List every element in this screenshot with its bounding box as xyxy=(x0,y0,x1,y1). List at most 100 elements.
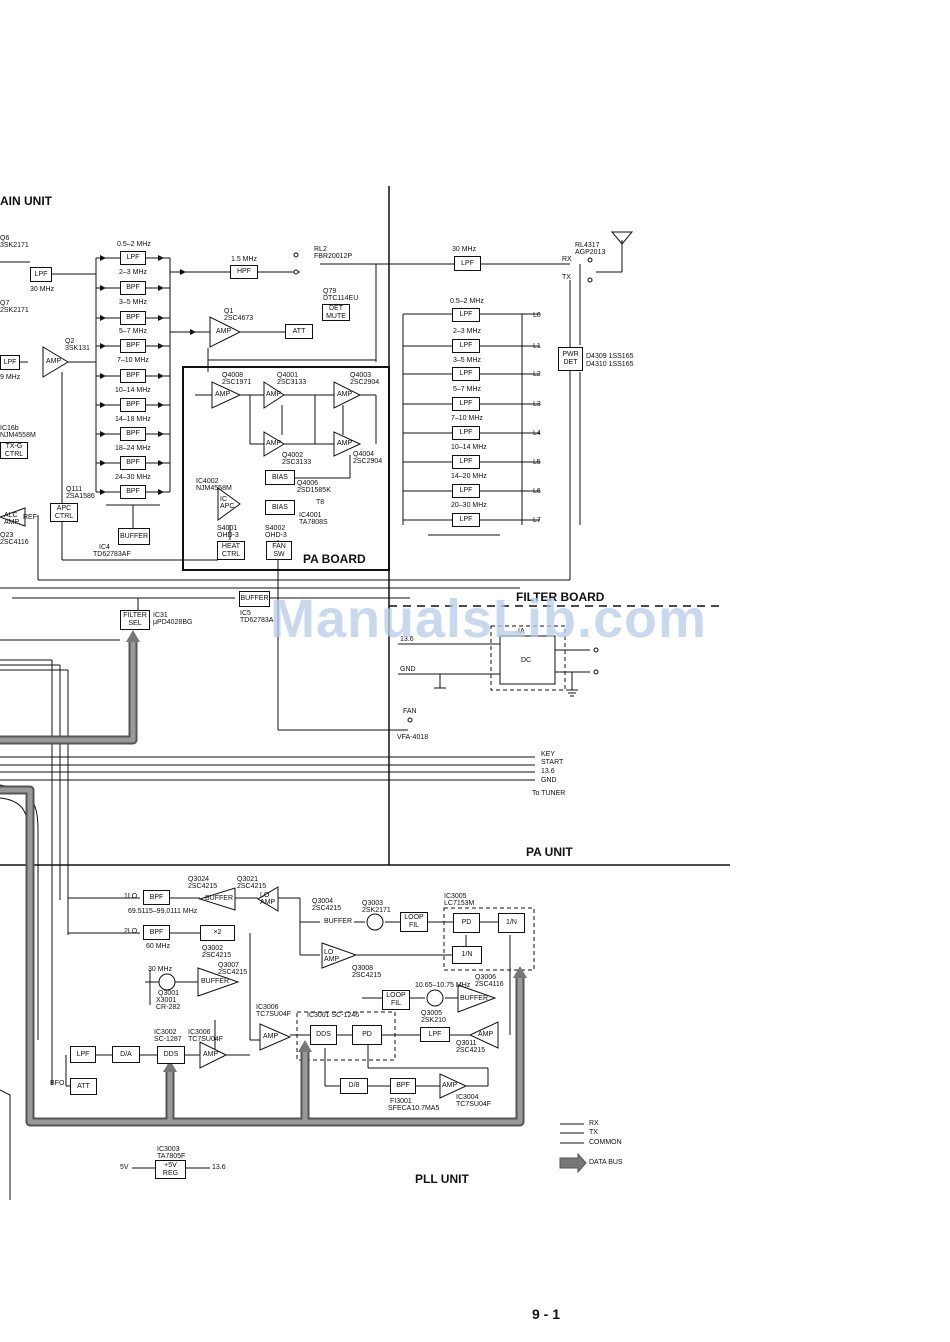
dds-box: DDS xyxy=(310,1025,337,1045)
to-tuner-label: To TUNER xyxy=(532,790,566,797)
lo1-label: 1LO xyxy=(124,893,138,900)
ic3006a-type: TC7SU04F xyxy=(256,1011,292,1018)
fi3001-type: SFECA10.7MA5 xyxy=(388,1105,440,1112)
filter-label: FILTER xyxy=(123,612,147,619)
q3004-label: Q3004 xyxy=(312,898,334,905)
ic4-type: TD62783AF xyxy=(93,551,131,558)
q7-label: Q7 xyxy=(0,300,10,307)
out-range6: 14–20 MHz xyxy=(451,473,487,480)
lo2b-label: LO xyxy=(324,949,334,956)
q4002-amp: AMP xyxy=(266,440,282,447)
pd-box: PD xyxy=(453,913,480,933)
main-unit-title: AIN UNIT xyxy=(0,194,52,208)
q111-type: 2SA1586 xyxy=(66,493,95,500)
band-l5: L5 xyxy=(533,459,541,466)
bias-box-2: BIAS xyxy=(265,500,295,515)
d4310-label: D4310 1SS165 xyxy=(586,361,634,368)
x3001-label: X3001 xyxy=(156,997,177,1004)
filter-board-title: FILTER BOARD xyxy=(516,590,605,604)
q4003-label: Q4003 xyxy=(350,372,372,379)
q6-type: 3SK2171 xyxy=(0,242,29,249)
apc-label: APC xyxy=(56,504,72,512)
q3002-label: Q3002 xyxy=(202,945,224,952)
osc-freq: 30 MHz xyxy=(148,966,173,973)
txg-ctrl-label: CTRL xyxy=(4,450,24,458)
reg5-label: +5V xyxy=(164,1161,177,1169)
ic3003-type: TA7805F xyxy=(157,1153,186,1160)
range8-label: 24–30 MHz xyxy=(115,474,151,481)
ia-label: IA xyxy=(518,628,525,635)
out-lpf2: LPF xyxy=(452,367,480,381)
band-l6: L6 xyxy=(533,488,541,495)
freq-1065-label: 10.65–10.75 MHz xyxy=(415,982,471,989)
bpf1-freq: 69.5115–99.0111 MHz xyxy=(128,908,198,915)
bfo-label: BFO xyxy=(50,1080,65,1087)
q3001-label: Q3001 xyxy=(158,990,180,997)
range1-label: 2–3 MHz xyxy=(119,269,148,276)
det-label: DET xyxy=(329,304,343,312)
txg-ctrl-box: TX-G CTRL xyxy=(0,442,28,459)
ic31-type: μPD4028BG xyxy=(153,619,193,626)
dds2-box: DDS xyxy=(157,1046,185,1064)
range0-label: 0.5–2 MHz xyxy=(117,241,151,248)
out-lpf3: LPF xyxy=(452,397,480,411)
s4001-label: S4001 xyxy=(217,525,238,532)
q4008-label: Q4008 xyxy=(222,372,244,379)
q3002-type: 2SC4215 xyxy=(202,952,232,959)
q3003-type: 2SK2171 xyxy=(362,907,391,914)
reg-label: REG xyxy=(162,1169,179,1177)
lo-label: LO xyxy=(260,892,270,899)
lo2-amp-label: AMP xyxy=(324,956,340,963)
pa-board-title: PA BOARD xyxy=(303,552,366,566)
ic3001-label: IC3001 SC-1246 xyxy=(307,1012,360,1019)
bpf1-box: BPF xyxy=(120,281,146,295)
hpf-box: HPF xyxy=(230,265,258,279)
da-box: D/A xyxy=(112,1046,140,1063)
q4001-type: 2SC3133 xyxy=(277,379,307,386)
pll-bpf2-box: BPF xyxy=(143,925,170,940)
ic-apc-label: APC xyxy=(220,503,235,510)
q3021-type: 2SC4215 xyxy=(237,883,267,890)
pd2-box: PD xyxy=(352,1025,382,1045)
pll-bpf3-box: BPF xyxy=(390,1078,416,1094)
q3011-label: Q3011 xyxy=(456,1040,477,1047)
q3007-type: 2SC4215 xyxy=(218,969,248,976)
out-range1: 2–3 MHz xyxy=(453,328,482,335)
band-l1: L1 xyxy=(533,343,541,350)
q3008-type: 2SC4215 xyxy=(352,972,382,979)
key-label: KEY xyxy=(541,751,556,758)
tx-label: TX xyxy=(562,274,571,281)
pwr-det-box: PWR DET xyxy=(558,347,583,371)
loop2-fil-box: LOOP FIL xyxy=(382,990,410,1010)
range7-label: 18–24 MHz xyxy=(115,445,151,452)
ic4001-type: TA7808S xyxy=(299,519,328,526)
range3-label: 5–7 MHz xyxy=(119,328,148,335)
ic5-label: IC5 xyxy=(240,610,251,617)
out-range4: 7–10 MHz xyxy=(451,415,483,422)
out-range0: 0.5–2 MHz xyxy=(450,298,484,305)
ic3005-label: IC3005 xyxy=(444,893,467,900)
bpf6-box: BPF xyxy=(120,427,146,441)
q2-label: Q2 xyxy=(65,338,75,345)
page-number: 9 - 1 xyxy=(532,1306,561,1322)
q4003-type: 2SC2904 xyxy=(350,379,380,386)
fan-motor-label: FAN xyxy=(403,708,417,715)
q3005-label: Q3005 xyxy=(421,1010,443,1017)
fan-label: FAN xyxy=(272,542,286,550)
fil2-label: FIL xyxy=(390,1000,402,1007)
heat-ctrl-box: HEAT CTRL xyxy=(217,541,245,560)
q1-label: Q1 xyxy=(224,308,234,315)
bpf8-box: BPF xyxy=(120,485,146,499)
ic4002-type: NJM4558M xyxy=(196,485,232,492)
legend-common: COMMON xyxy=(589,1139,622,1146)
apc-ctrl-label: CTRL xyxy=(54,512,74,520)
q3021-label: Q3021 xyxy=(237,876,259,883)
s4001-type: OHD-3 xyxy=(217,532,239,539)
out-lpf4: LPF xyxy=(452,426,480,440)
legend-tx: TX xyxy=(589,1129,598,1136)
q4001-label: Q4001 xyxy=(277,372,299,379)
q79-type: DTC114EU xyxy=(323,295,359,302)
bpf5-box: BPF xyxy=(120,398,146,412)
gnd2-label: GND xyxy=(541,777,557,784)
